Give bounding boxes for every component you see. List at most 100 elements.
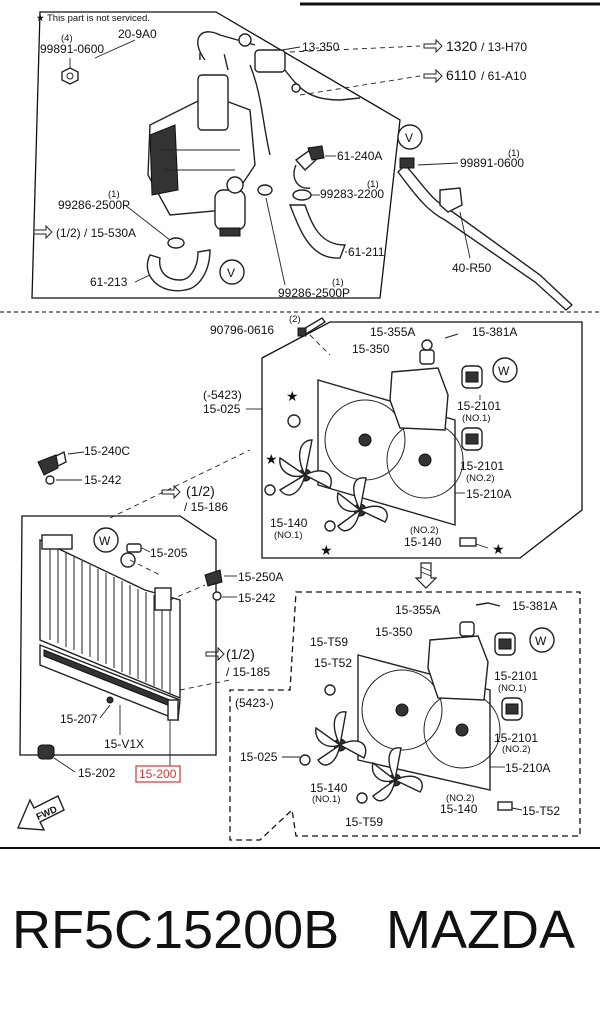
label-15-355a-b: 15-355A [395, 603, 440, 617]
label-99286-2500p-b: 99286-2500P [278, 286, 350, 300]
nut-icon-3 [324, 520, 336, 532]
svg-text:(1): (1) [108, 189, 120, 200]
svg-text:V: V [227, 266, 235, 280]
svg-text:(1/2): (1/2) [186, 483, 215, 499]
svg-text:6110: 6110 [446, 67, 476, 83]
radiator-core-illustration [39, 534, 181, 700]
label-99891-0600-qty: (4) [61, 33, 73, 44]
label-15-200: 15-200 [139, 767, 177, 781]
radiator-section: W 15-205 15-250A 15-242 (1/2) / 15-185 [16, 515, 283, 831]
circle-w-marker: W [492, 357, 518, 383]
fan-blade-no1 [278, 439, 332, 496]
circle-v-marker: V [219, 259, 245, 285]
svg-text:V: V [405, 131, 413, 145]
radiator-cap-icon [126, 543, 142, 553]
grommet-icon [45, 475, 55, 485]
svg-text:(NO.1): (NO.1) [462, 413, 491, 424]
svg-text:(NO.1): (NO.1) [312, 794, 341, 805]
label-90796-0616: 90796-0616 [210, 323, 274, 337]
down-arrow-icon [414, 562, 438, 589]
label-13-350: 13-350 [302, 40, 340, 54]
not-serviced-note: ★ This part is not serviced. [36, 13, 150, 24]
svg-text:(2): (2) [289, 314, 301, 325]
label-15-2101-no2-b: 15-2101 [494, 731, 538, 745]
ref-15-530a: (1/2) / 15-530A [33, 224, 136, 240]
bolt-icon-2 [287, 414, 301, 428]
label-61-240a: 61-240A [337, 149, 382, 163]
hose-fitting-61-240a [293, 145, 325, 189]
bolt-icon-3 [459, 537, 477, 547]
clip-15-240c [37, 450, 67, 476]
fuel-filter-illustration [238, 33, 361, 101]
label-15-140-no2: 15-140 [404, 535, 442, 549]
clip-15-250a [204, 569, 223, 587]
label-99286-2500p-a: 99286-2500P [58, 198, 130, 212]
label-15-t59-b: 15-T59 [345, 815, 383, 829]
svg-text:/ 15-186: / 15-186 [184, 500, 228, 514]
svg-text:/ 15-185: / 15-185 [226, 665, 270, 679]
label-61-211: 61-211 [348, 245, 385, 259]
circle-w-marker-3: W [529, 627, 555, 653]
label-15-207: 15-207 [60, 712, 98, 726]
fan-blade-no2 [336, 477, 388, 532]
svg-text:1320: 1320 [446, 38, 477, 54]
mount-bushing-icon [37, 744, 55, 760]
svg-text:(NO.2): (NO.2) [446, 793, 475, 804]
radiator-panel-frame [19, 515, 217, 756]
label-15-t59: 15-T59 [310, 635, 348, 649]
reservoir-tank-illustration-2 [427, 621, 489, 701]
label-15-205: 15-205 [150, 546, 188, 560]
bolt-icon-5 [324, 684, 336, 696]
label-range-5423-b: (5423-) [235, 696, 274, 710]
svg-text:★: ★ [320, 542, 333, 558]
reservoir-tank-illustration [389, 339, 449, 431]
label-15-240c: 15-240C [84, 444, 130, 458]
hose-40-r50 [397, 164, 574, 311]
label-15-242: 15-242 [84, 473, 122, 487]
fan-blade-no2-b [371, 747, 423, 802]
svg-text:W: W [535, 634, 547, 648]
ref-6110: 6110 / 61-A10 [423, 67, 527, 84]
label-15-2101-no1: 15-2101 [457, 399, 501, 413]
highlight-box [135, 765, 181, 783]
clamp-icon [292, 189, 312, 201]
footer: RF5C15200B MAZDA [0, 895, 600, 985]
middle-panel-frame [261, 321, 583, 559]
label-15-210a-b: 15-210A [505, 761, 550, 775]
svg-text:(1): (1) [367, 179, 379, 190]
motor-no2-illustration-2 [501, 697, 523, 721]
svg-text:(NO.1): (NO.1) [498, 683, 527, 694]
label-99891-0600-b: 99891-0600 [460, 156, 524, 170]
lower-right-section: 15-355A 15-381A 15-T59 15-350 W 15-T52 1… [229, 591, 581, 841]
circle-w-marker-2: W [93, 527, 119, 553]
part-number: RF5C15200B [12, 900, 340, 960]
hose-upper [197, 31, 256, 61]
hose-61-211 [288, 204, 347, 259]
hose-61-213 [146, 249, 211, 292]
brand-name: MAZDA [386, 900, 575, 960]
hose-mid [249, 64, 271, 156]
label-15-2101-no1-b: 15-2101 [494, 669, 538, 683]
svg-text:/ 13-H70: / 13-H70 [481, 40, 527, 54]
nut-icon [61, 67, 79, 85]
bolt-icon [297, 317, 327, 337]
svg-text:(NO.2): (NO.2) [410, 525, 439, 536]
label-15-202: 15-202 [78, 766, 116, 780]
label-15-381a: 15-381A [472, 325, 517, 339]
svg-text:(NO.2): (NO.2) [502, 744, 531, 755]
nut-icon-4 [356, 792, 368, 804]
star-marker: ★ [286, 388, 299, 404]
drain-plug-icon [106, 696, 114, 704]
svg-text:(1): (1) [508, 148, 520, 159]
ref-15-186: (1/2) / 15-186 [161, 483, 228, 514]
ref-1320: 1320 / 13-H70 [423, 38, 527, 54]
label-15-025-b: 15-025 [240, 750, 278, 764]
label-20-9a0: 20-9A0 [118, 27, 157, 41]
label-15-140-no1-b: 15-140 [310, 781, 348, 795]
top-panel-frame [31, 11, 401, 299]
bracket-icon [439, 187, 463, 213]
label-99891-0600: 99891-0600 [40, 42, 104, 56]
label-15-350: 15-350 [352, 342, 390, 356]
lower-right-panel-frame [229, 591, 581, 841]
label-15-t52-b: 15-T52 [522, 804, 560, 818]
